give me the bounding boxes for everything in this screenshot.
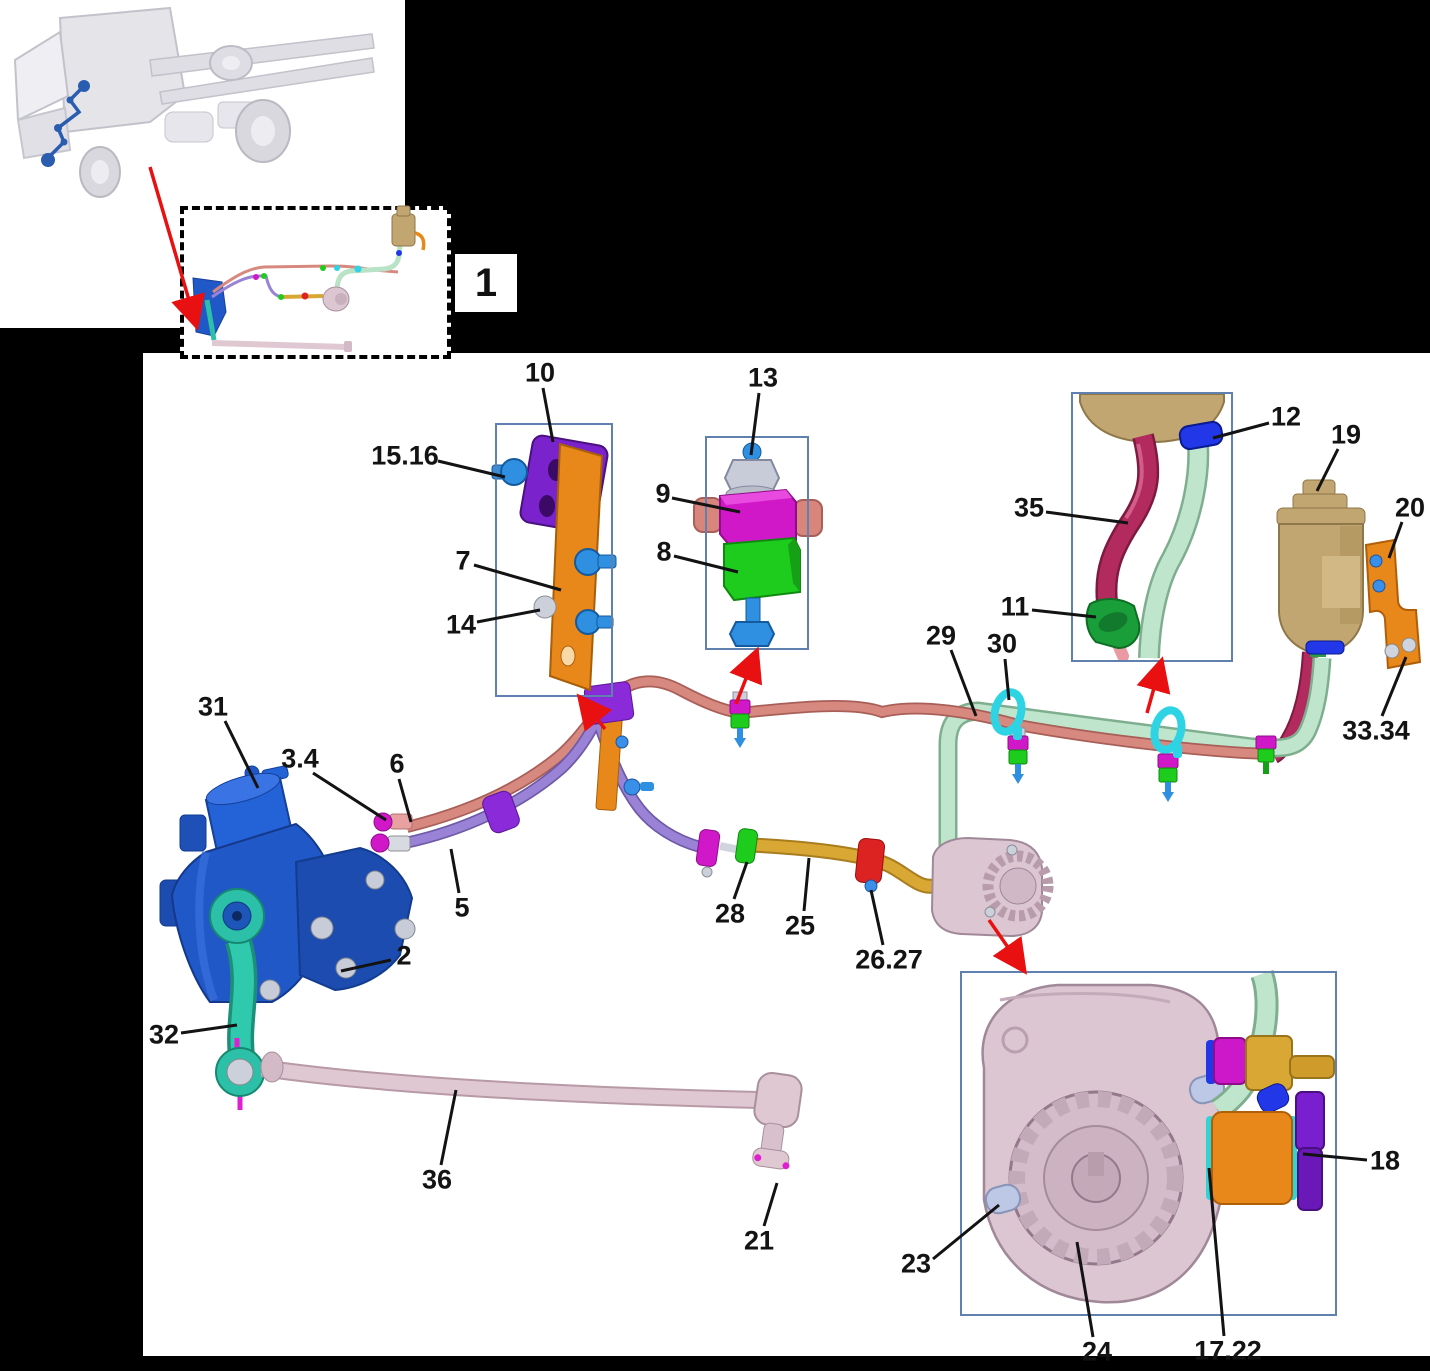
detail-box-reservoir-hoses [1071, 392, 1233, 662]
hose-clamp-28 [734, 828, 758, 864]
leader-line-8 [673, 554, 739, 574]
leader-line-2 [340, 958, 392, 973]
detail-box-pump [960, 971, 1337, 1316]
hose-clamp-cyan [1150, 706, 1186, 758]
leader-line-9 [671, 496, 741, 514]
leader-line-3.4 [312, 771, 387, 822]
tie-rod-end [752, 1072, 803, 1170]
leader-line-28 [732, 861, 749, 900]
figure-number: 1 [474, 260, 498, 305]
truck-chassis-illustration [13, 6, 375, 198]
leader-line-5 [449, 848, 461, 894]
bracket-to-detail-a-arrow [576, 693, 613, 732]
leader-line-31 [223, 720, 260, 789]
detail-bracket-contents [491, 434, 617, 692]
reservoir-bracket [1364, 538, 1422, 670]
pipe-clamp-assembly [1255, 735, 1277, 774]
hose-clamp-cyan [990, 688, 1026, 740]
leader-line-26.27 [869, 889, 885, 946]
detail-hoses-contents [1079, 393, 1225, 662]
leader-line-6 [397, 778, 413, 823]
leader-line-33.34 [1380, 656, 1408, 717]
drag-link [260, 1051, 803, 1170]
leader-line-36 [439, 1089, 458, 1166]
leader-line-20 [1387, 521, 1404, 559]
truck-to-overview-arrow [148, 166, 205, 331]
hose-junction-clamps [695, 828, 886, 893]
leader-line-19 [1315, 448, 1340, 492]
figure-number-box: 1 [455, 254, 517, 312]
detail-box-pipe-clamp [705, 436, 809, 650]
leader-line-7 [473, 563, 562, 592]
leader-line-10 [541, 387, 555, 443]
pump-pipe-gold [751, 837, 947, 894]
pump-to-detail-d-arrow [987, 919, 1027, 975]
leader-line-12 [1212, 421, 1270, 440]
detail-clamp-contents [693, 442, 823, 647]
leader-line-24 [1075, 1241, 1095, 1338]
leader-line-32 [180, 1023, 238, 1035]
leader-line-30 [1003, 658, 1011, 701]
leader-line-13 [749, 392, 761, 456]
power-steering-pump [930, 836, 1054, 938]
leader-line-15.16 [437, 459, 506, 479]
reservoir [1276, 479, 1366, 657]
leader-line-14 [476, 608, 541, 624]
clamp-to-detail-b-arrow [729, 646, 763, 705]
detail-pump-contents [981, 969, 1335, 1304]
pitman-arm [209, 888, 265, 1110]
leader-line-11 [1031, 608, 1097, 619]
leader-line-25 [802, 857, 811, 912]
leader-line-23 [932, 1203, 1000, 1261]
leader-line-17.22 [1207, 1167, 1226, 1337]
hose-to-detail-c-arrow [1136, 656, 1171, 714]
leader-line-35 [1045, 510, 1129, 525]
pump-fitting-orange [1211, 1111, 1293, 1205]
pipe-clamp-purple [482, 790, 520, 834]
leader-line-21 [762, 1182, 779, 1227]
hose-clamp-12 [1305, 640, 1345, 655]
leader-line-18 [1302, 1152, 1368, 1162]
detail-box-pipe-bracket [495, 423, 613, 697]
leader-line-29 [949, 649, 978, 717]
